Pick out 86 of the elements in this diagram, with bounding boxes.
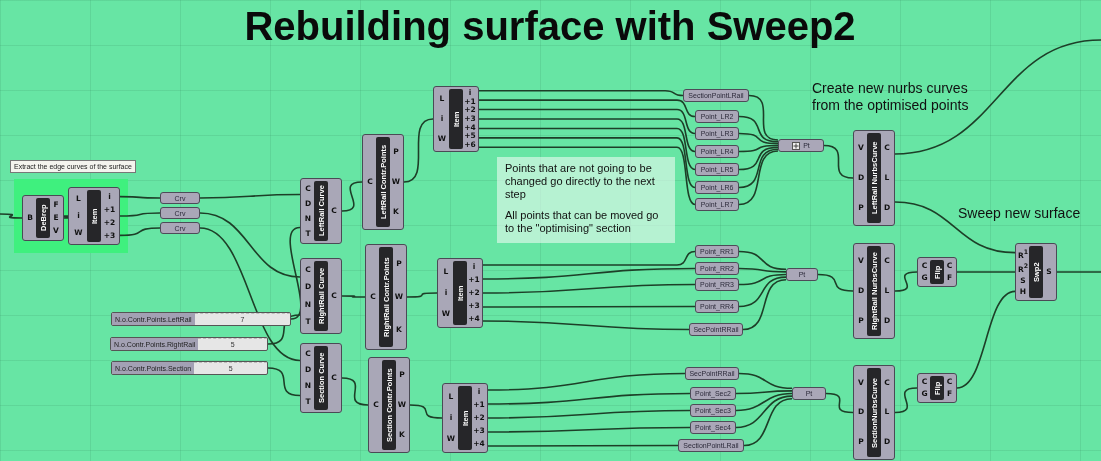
wire — [478, 127, 696, 171]
component-box — [433, 86, 479, 152]
wire — [403, 118, 434, 183]
wire — [478, 146, 696, 206]
component-box — [437, 258, 483, 328]
wire — [738, 267, 787, 273]
wire — [735, 392, 793, 412]
wire — [478, 108, 696, 135]
wire — [267, 367, 301, 397]
wire — [894, 201, 1016, 254]
wire — [482, 320, 690, 331]
wire — [735, 395, 793, 429]
wire — [894, 387, 918, 414]
wire — [341, 181, 363, 212]
wire — [482, 305, 696, 308]
parameter-pill — [778, 139, 824, 152]
wire — [738, 150, 779, 206]
component-box — [362, 134, 404, 230]
wire — [199, 227, 301, 362]
wire — [487, 426, 691, 433]
component-box — [917, 373, 957, 403]
wire — [482, 267, 696, 280]
wire — [289, 226, 302, 320]
note-text: All points that can be moved go to the "optimising" section — [505, 209, 660, 235]
component-box — [365, 244, 407, 350]
annotation-text: Create new nurbs curves from the optimised points — [812, 80, 970, 114]
wire — [748, 94, 779, 141]
wire — [478, 99, 696, 118]
diagram-title: Rebuilding surface with Sweep2 — [243, 4, 857, 49]
component-box — [300, 178, 342, 244]
wire — [119, 195, 161, 199]
wire — [478, 137, 696, 189]
wire — [487, 392, 691, 405]
wire — [738, 146, 779, 171]
wire — [738, 250, 787, 271]
wire — [409, 404, 443, 419]
wire — [956, 271, 1016, 273]
wire — [482, 250, 696, 266]
wire — [738, 148, 779, 189]
wire — [894, 271, 918, 292]
number-slider — [110, 337, 268, 351]
wire — [735, 390, 793, 395]
number-slider — [111, 361, 268, 375]
number-slider — [111, 312, 291, 326]
wire — [119, 227, 161, 237]
component-box — [68, 187, 120, 245]
component-box — [368, 357, 410, 453]
wire — [487, 409, 691, 419]
wire — [478, 118, 696, 153]
wire — [0, 213, 23, 219]
wire — [199, 212, 301, 278]
wire — [738, 144, 779, 153]
wire — [341, 295, 366, 298]
wire — [199, 193, 301, 199]
wire — [482, 283, 696, 294]
wire — [406, 292, 438, 298]
wire — [738, 132, 779, 145]
wire — [738, 115, 779, 143]
wire — [956, 290, 1016, 389]
component-box — [442, 383, 488, 453]
note-box — [497, 157, 675, 243]
component-box — [300, 343, 342, 413]
wire — [823, 144, 854, 179]
wire — [487, 444, 679, 447]
component-box — [853, 243, 895, 339]
wire — [478, 89, 684, 97]
component-box — [917, 257, 957, 287]
wire — [1056, 271, 1101, 273]
wire — [743, 397, 793, 447]
component-box — [1015, 243, 1057, 301]
component-box — [853, 130, 895, 226]
wire — [738, 273, 787, 286]
wire — [817, 273, 854, 292]
wire — [742, 278, 787, 331]
wire — [341, 377, 369, 406]
component-box — [300, 258, 342, 334]
component-box — [22, 195, 64, 241]
annotation-text: Sweep new surface — [958, 205, 1082, 222]
note-text: Points that are not going to be changed go directly to the next step — [505, 162, 656, 201]
wire — [738, 276, 787, 308]
wire — [738, 372, 793, 390]
wire — [487, 372, 686, 391]
component-box — [853, 365, 895, 460]
wire — [119, 212, 161, 217]
wire — [825, 392, 854, 414]
wire — [894, 39, 1101, 155]
